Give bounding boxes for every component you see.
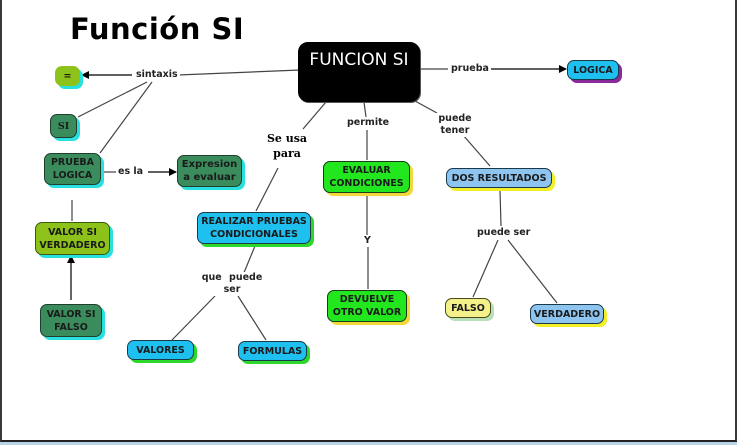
node-formulas[interactable]: FORMULAS [238,341,307,361]
node-valor-si-falso[interactable]: VALOR SI FALSO [40,304,102,337]
node-si[interactable]: SI [50,114,77,138]
link-puedetener-dos [462,134,491,167]
link-main-puedetener [414,100,438,114]
link-main-seusa [302,101,327,130]
node-logica[interactable]: LOGICA [567,60,619,80]
node-funcion-si[interactable]: FUNCION SI [298,42,420,102]
taskbar-strip [0,442,737,445]
node-valores[interactable]: VALORES [127,340,194,360]
node-valor-si-verdadero[interactable]: VALOR SI VERDADERO [35,222,110,255]
node-evaluar-condiciones[interactable]: EVALUAR CONDICIONES [323,161,410,193]
page-title: Función SI [70,12,245,46]
link-label-y: Y [362,235,373,247]
node-expresion[interactable]: Expresion a evaluar [177,155,242,187]
node-verdadero[interactable]: VERDADERO [530,304,604,324]
link-label-es-la: es la [116,166,146,178]
link-label-se-usa-para: Se usa para [266,132,308,160]
link-label-prueba: prueba [449,63,491,75]
link-label-que-puede-ser: que puede ser [198,272,266,296]
link-realizar-quepuede [242,245,256,276]
node-prueba-logica[interactable]: PRUEBA LOGICA [44,153,101,185]
link-seusa-realizar [255,167,279,212]
link-main-sintaxis [177,69,301,76]
link-label-sintaxis: sintaxis [134,69,180,81]
link-dos-puedeser [499,189,502,227]
node-equals[interactable]: = [55,66,80,86]
link-sintaxis-prueba [99,81,153,154]
node-falso[interactable]: FALSO [445,298,491,318]
node-dos-resultados[interactable]: DOS RESULTADOS [446,168,552,188]
link-quepuede-valores [171,295,216,341]
link-quepuede-formulas [237,295,267,341]
link-puedeser-verdadero [507,239,558,304]
node-realizar-pruebas[interactable]: REALIZAR PRUEBAS CONDICIONALES [197,212,311,244]
link-label-puede-tener: puede tener [435,113,475,137]
link-label-puede-ser: puede ser [475,227,533,239]
link-label-permite: permite [345,117,392,129]
node-devuelve-otro-valor[interactable]: DEVUELVE OTRO VALOR [327,290,407,322]
link-sintaxis-si [77,81,148,118]
link-puedeser-falso [472,239,499,298]
link-main-permite [363,101,367,118]
